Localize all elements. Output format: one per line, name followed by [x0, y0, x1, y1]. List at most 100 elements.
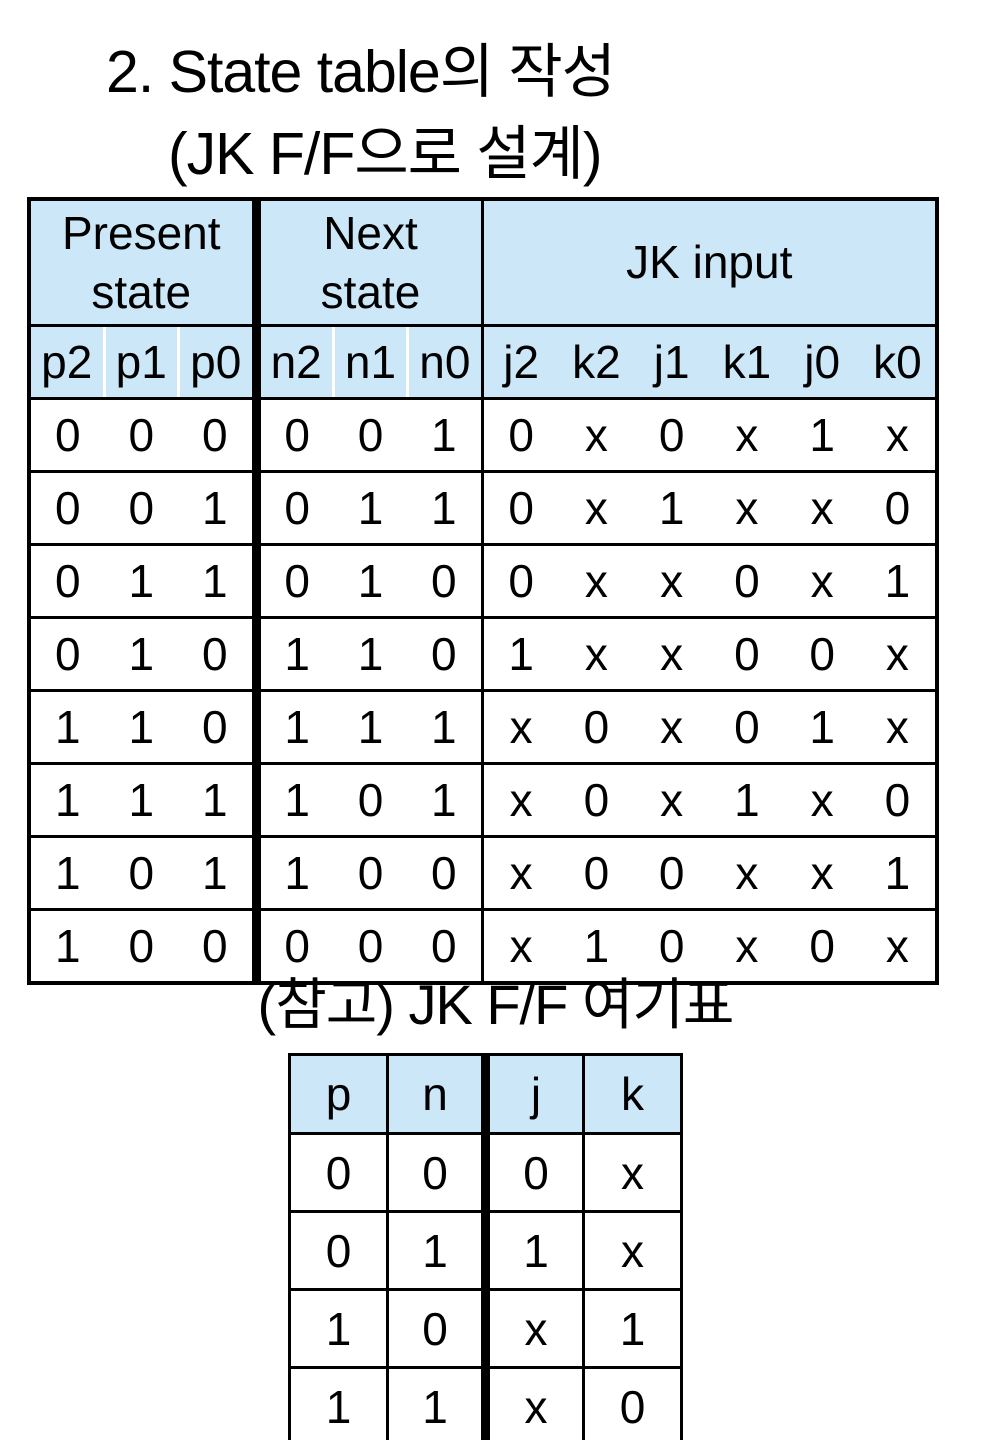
cell-value: x	[810, 774, 834, 826]
present-cell: 0 1 0	[27, 616, 261, 692]
cell-value: 1	[884, 555, 911, 607]
cell-value: 0	[54, 555, 81, 607]
col-label: n2	[270, 336, 322, 388]
cell-value: x	[584, 555, 608, 607]
jk-cell: x 0 0 x x 1	[480, 835, 939, 911]
cell-value: 0	[284, 482, 310, 534]
state-table: Present state Next state JK input p2 p1 …	[27, 197, 939, 985]
jk-cell: 0 x 1 x x 0	[480, 470, 939, 546]
page-subtitle: (JK F/F으로 설계)	[168, 121, 603, 187]
cell-value: 1	[357, 701, 384, 753]
cell-value: 1	[54, 701, 81, 753]
next-subheader-cell: n2 n1 n0	[254, 324, 484, 400]
next-cell: 1 1 1	[254, 689, 484, 765]
cell-value: 0	[357, 920, 384, 972]
cell-value: 0	[357, 409, 384, 461]
jk-cell: 0 x 0 x 1 x	[480, 397, 939, 473]
cell-value: 1	[128, 774, 155, 826]
present-state-header: Present state	[27, 197, 261, 327]
cell-value: x	[735, 409, 759, 461]
cell-value: 0	[658, 920, 685, 972]
cell-value: x	[509, 701, 533, 753]
cell-value: 1	[431, 409, 457, 461]
cell-value: 0	[357, 774, 384, 826]
cell-value: x	[509, 774, 533, 826]
table-row: 0 0 1 0 1 1 0 x 1 x x 0	[27, 470, 939, 546]
cell-value: 0	[284, 555, 310, 607]
present-cell: 1 0 1	[27, 835, 261, 911]
cell-value: 0	[128, 409, 155, 461]
cell-value: x	[735, 482, 759, 534]
cell-value: x	[509, 920, 533, 972]
cell-value: 0	[508, 482, 534, 534]
table-row: 0 0 0 x	[288, 1132, 683, 1213]
next-state-header: Next state	[254, 197, 484, 327]
jk-cell: x 1 0 x 0 x	[480, 908, 939, 985]
next-cell: 1 1 0	[254, 616, 484, 692]
cell-value: x	[584, 482, 608, 534]
cell-value: 1	[284, 701, 310, 753]
cell-value: 0	[54, 409, 81, 461]
table-row: 1 1 0 1 1 1 x 0 x 0 1 x	[27, 689, 939, 765]
cell-value: 0	[658, 847, 685, 899]
cell-value: 0	[201, 920, 228, 972]
cell-value: x	[660, 701, 684, 753]
cell-value: 0	[431, 920, 457, 972]
cell-value: 1	[734, 774, 760, 826]
cell-value: x	[810, 847, 834, 899]
col-label: p1	[102, 327, 178, 397]
col-label: p	[288, 1053, 389, 1135]
next-cell: 1 0 0	[254, 835, 484, 911]
col-label: k	[582, 1053, 683, 1135]
cell-value: x	[584, 628, 608, 680]
cell-value: 1	[582, 1288, 683, 1369]
cell-value: 1	[431, 482, 457, 534]
cell-value: 1	[128, 701, 155, 753]
cell-value: 0	[658, 409, 685, 461]
cell-value: x	[660, 555, 684, 607]
cell-value: 0	[583, 847, 610, 899]
jk-excitation-table: p n j k 0 0 0 x 0 1 1 x 1 0 x 1	[288, 1053, 683, 1440]
table-row: 1 0 1 1 0 0 x 0 0 x x 1	[27, 835, 939, 911]
cell-value: 1	[284, 628, 310, 680]
cell-value: 0	[54, 628, 81, 680]
cell-value: 0	[884, 482, 911, 534]
present-cell: 0 0 0	[27, 397, 261, 473]
cell-value: x	[735, 920, 759, 972]
cell-value: x	[660, 774, 684, 826]
cell-value: 1	[284, 774, 310, 826]
cell-value: x	[484, 1288, 585, 1369]
cell-value: x	[885, 920, 909, 972]
cell-value: 1	[288, 1366, 389, 1440]
cell-value: 1	[357, 482, 384, 534]
cell-value: 0	[54, 482, 81, 534]
cell-value: 1	[386, 1210, 490, 1291]
cell-value: 1	[884, 847, 911, 899]
jk-cell: x 0 x 0 1 x	[480, 689, 939, 765]
cell-value: 0	[484, 1132, 585, 1213]
cell-value: 0	[583, 774, 610, 826]
cell-value: x	[810, 555, 834, 607]
present-cell: 1 1 1	[27, 762, 261, 838]
present-cell: 1 1 0	[27, 689, 261, 765]
group-header-row: Present state Next state JK input	[27, 197, 939, 327]
cell-value: 0	[734, 701, 760, 753]
col-label: j2	[503, 336, 540, 388]
cell-value: 0	[431, 847, 457, 899]
col-label: p0	[177, 327, 252, 397]
cell-value: x	[810, 482, 834, 534]
cell-value: 1	[201, 555, 228, 607]
cell-value: 0	[583, 701, 610, 753]
cell-value: 0	[284, 920, 310, 972]
cell-value: 0	[128, 920, 155, 972]
cell-value: 1	[357, 628, 384, 680]
cell-value: 0	[431, 555, 457, 607]
cell-value: x	[660, 628, 684, 680]
cell-value: 0	[386, 1288, 490, 1369]
col-label: j1	[653, 336, 690, 388]
cell-value: 0	[582, 1366, 683, 1440]
jk-subheader-cell: j2 k2 j1 k1 j0 k0	[480, 324, 939, 400]
cell-value: 0	[508, 555, 534, 607]
cell-value: 1	[809, 701, 835, 753]
table-row: 1 1 x 0	[288, 1366, 683, 1440]
